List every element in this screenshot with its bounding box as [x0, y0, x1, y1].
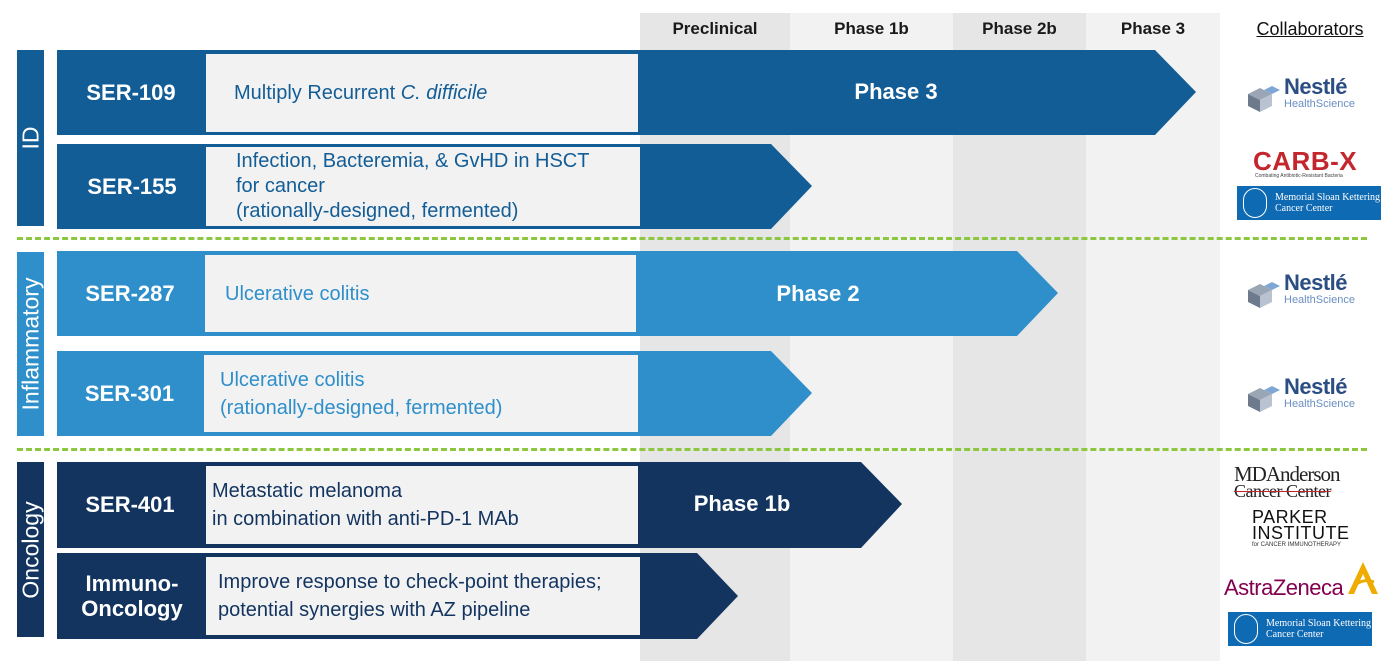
- astrazeneca-logo: AstraZeneca: [1224, 560, 1384, 604]
- carb-x-logo: CARB-X Combating Antibiotic-Resistant Ba…: [1253, 146, 1365, 182]
- carb-x-wordmark: CARB-X: [1253, 146, 1358, 176]
- code-text: Immuno- Oncology: [81, 570, 183, 621]
- nestle-health-science-logo: Nestlé HealthScience: [1244, 74, 1364, 116]
- astrazeneca-swirl-icon: [1348, 562, 1378, 594]
- program-code-ser-109: SER-109: [86, 79, 176, 105]
- category-inflammatory: Inflammatory: [17, 252, 44, 436]
- mskcc-emblem-icon: [1234, 614, 1258, 644]
- md-anderson-subtext: Cancer Center: [1234, 481, 1331, 501]
- program-description-immuno-oncology: Improve response to check-point therapie…: [206, 557, 640, 635]
- program-code-ser-401: SER-401: [85, 492, 175, 518]
- mskcc-line1: Memorial Sloan Kettering: [1266, 618, 1371, 629]
- program-description-ser-109: Multiply Recurrent C. difficile: [206, 54, 638, 132]
- description-text: Metastatic melanoma in combination with …: [212, 480, 519, 530]
- program-description-ser-287: Ulcerative colitis: [205, 255, 636, 332]
- nestle-subtext: HealthScience: [1284, 294, 1355, 306]
- description-text: Improve response to check-point therapie…: [218, 571, 602, 621]
- nestle-subtext: HealthScience: [1284, 98, 1355, 110]
- mskcc-line1: Memorial Sloan Kettering: [1275, 192, 1380, 203]
- parker-line2: INSTITUTE: [1252, 523, 1350, 543]
- nestle-health-science-logo: Nestlé HealthScience: [1244, 374, 1364, 416]
- program-code-immuno-oncology: Immuno- Oncology: [57, 553, 207, 639]
- parker-institute-logo: PARKER INSTITUTE for CANCER IMMUNOTHERAP…: [1250, 507, 1360, 551]
- nestle-cube-icon: [1248, 386, 1280, 412]
- category-id: ID: [17, 50, 44, 226]
- column-header-phase-3: Phase 3: [1120, 19, 1186, 38]
- program-code-ser-301: SER-301: [84, 380, 175, 406]
- nestle-cube-icon: [1248, 86, 1280, 112]
- column-header-phase-2b: Phase 2b: [982, 19, 1057, 38]
- divider-inflammatory-oncology: [17, 448, 1367, 451]
- program-description-ser-401: Metastatic melanoma in combination with …: [206, 466, 638, 544]
- parker-line1: PARKER: [1252, 507, 1328, 527]
- program-code-ser-155: SER-155: [87, 173, 177, 199]
- phase-label-ser-401: Phase 1b: [693, 491, 791, 516]
- program-description-ser-155: Infection, Bacteremia, & GvHD in HSCT fo…: [206, 147, 640, 226]
- category-oncology: Oncology: [17, 462, 44, 637]
- astrazeneca-wordmark: AstraZeneca: [1224, 575, 1344, 600]
- description-italic: C. difficile: [400, 82, 488, 104]
- mskcc-line2: Cancer Center: [1266, 629, 1324, 640]
- collaborators-heading: Collaborators: [1256, 19, 1364, 39]
- description-text: Infection, Bacteremia, & GvHD in HSCT fo…: [236, 150, 590, 222]
- mskcc-emblem-icon: [1243, 188, 1267, 218]
- column-header-preclinical: Preclinical: [672, 19, 758, 38]
- carb-x-subtext: Combating Antibiotic-Resistant Bacteria: [1255, 173, 1343, 179]
- md-anderson-logo: MDAnderson Cancer Center: [1234, 462, 1374, 502]
- description-plain: Multiply Recurrent: [234, 82, 401, 104]
- nestle-subtext: HealthScience: [1284, 398, 1355, 410]
- md-anderson-wordmark: MDAnderson: [1234, 462, 1340, 486]
- nestle-health-science-logo: Nestlé HealthScience: [1244, 270, 1364, 312]
- program-description-ser-301: Ulcerative colitis (rationally-designed,…: [204, 355, 638, 432]
- nestle-wordmark: Nestlé: [1284, 74, 1348, 99]
- program-code-ser-287: SER-287: [85, 280, 175, 306]
- mskcc-line2: Cancer Center: [1275, 203, 1333, 214]
- parker-subtext: for CANCER IMMUNOTHERAPY: [1252, 542, 1342, 548]
- nestle-wordmark: Nestlé: [1284, 270, 1348, 295]
- nestle-cube-icon: [1248, 282, 1280, 308]
- description-text: Ulcerative colitis (rationally-designed,…: [220, 368, 503, 419]
- description-text: Ulcerative colitis: [225, 282, 370, 305]
- column-header-phase-1b: Phase 1b: [834, 19, 909, 38]
- nestle-wordmark: Nestlé: [1284, 374, 1348, 399]
- divider-id-inflammatory: [17, 237, 1367, 240]
- phase-label-ser-109: Phase 3: [854, 79, 938, 104]
- phase-label-ser-287: Phase 2: [776, 281, 860, 306]
